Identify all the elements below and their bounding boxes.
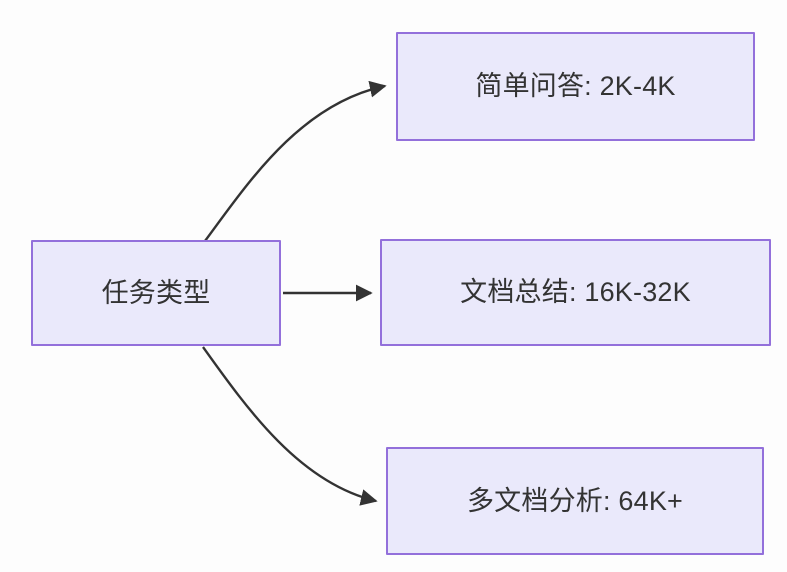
node-doc-summary[interactable]: 文档总结: 16K-32K <box>380 239 771 346</box>
edge-root-to-multi-doc <box>202 346 378 506</box>
node-multi-doc-analysis-label: 多文档分析: 64K+ <box>466 485 683 516</box>
node-task-type-label: 任务类型 <box>101 277 211 308</box>
node-doc-summary-label: 文档总结: 16K-32K <box>460 277 691 308</box>
node-simple-qa-label: 简单问答: 2K-4K <box>475 71 676 102</box>
node-simple-qa[interactable]: 简单问答: 2K-4K <box>396 32 755 141</box>
edge-root-to-simple-qa <box>204 80 387 242</box>
node-task-type[interactable]: 任务类型 <box>31 240 281 346</box>
node-multi-doc-analysis[interactable]: 多文档分析: 64K+ <box>386 447 764 555</box>
